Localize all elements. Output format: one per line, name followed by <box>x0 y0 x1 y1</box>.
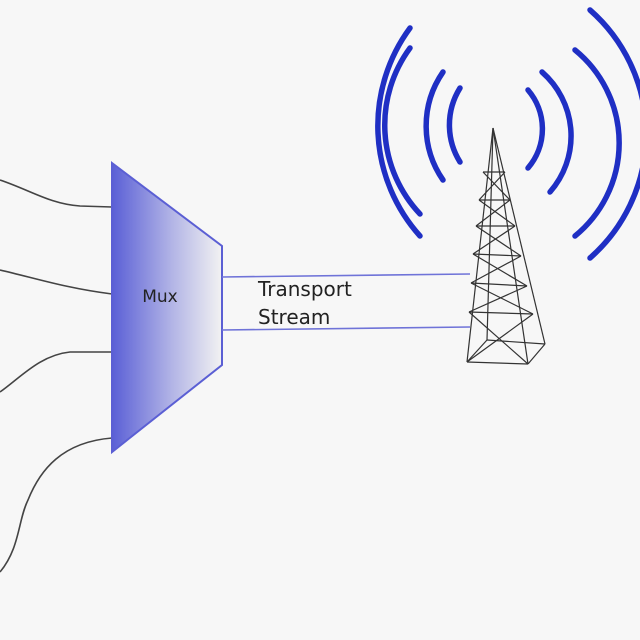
stream-line-top <box>221 273 471 278</box>
transport-stream-lines <box>221 273 471 331</box>
stream-line-bottom <box>221 326 471 331</box>
input-wires <box>0 179 113 573</box>
mux-label: Mux <box>142 287 178 307</box>
wave-right-3 <box>572 47 622 239</box>
input-wire-3 <box>0 351 112 393</box>
input-wire-1 <box>0 179 113 208</box>
input-wire-4 <box>0 437 113 573</box>
wave-left-3 <box>382 45 423 217</box>
multiplexer-block <box>111 160 223 455</box>
stream-label-line1: Transport <box>257 277 352 301</box>
wave-left-4 <box>375 25 423 239</box>
radio-waves-icon <box>375 7 640 261</box>
broadcast-tower-icon <box>466 127 546 365</box>
stream-label-line2: Stream <box>258 305 330 329</box>
wave-right-2 <box>539 69 574 195</box>
input-wire-2 <box>0 269 113 295</box>
wave-left-2 <box>423 69 446 183</box>
wave-left-1 <box>446 85 463 165</box>
wave-right-1 <box>525 87 546 171</box>
wave-right-4 <box>587 7 640 261</box>
